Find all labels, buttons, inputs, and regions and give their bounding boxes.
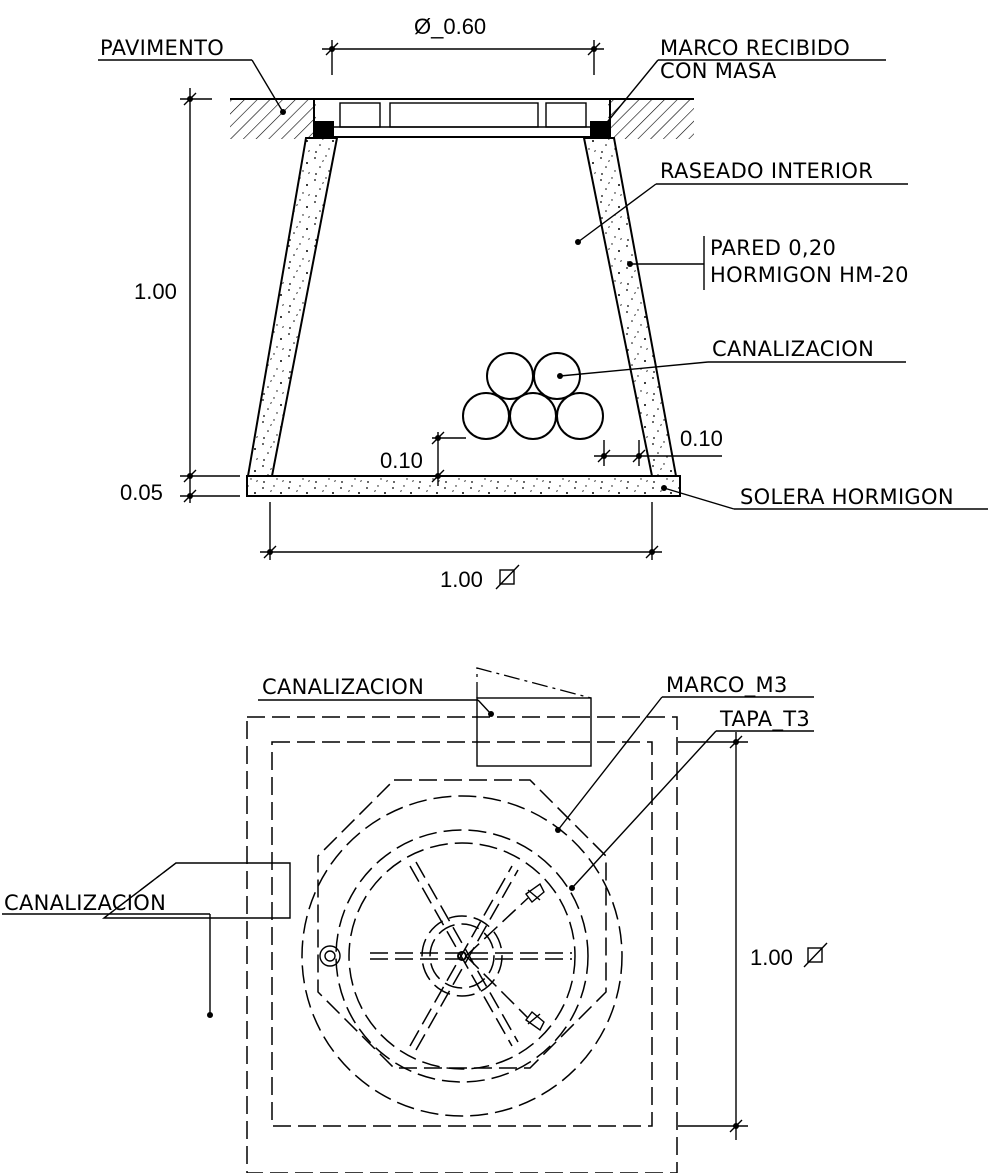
label-marco: MARCO_M3 [555, 673, 814, 833]
frame-mid-circle [335, 829, 589, 1083]
dim-offset-right-text: 0.10 [680, 426, 723, 451]
square-diameter-icon [803, 942, 828, 968]
frame-outer-circle [301, 795, 623, 1117]
svg-text:CANALIZACION: CANALIZACION [262, 675, 424, 699]
label-canalizacion-left: CANALIZACION [2, 891, 213, 1018]
hub-outer [421, 915, 503, 997]
frame-mortar-left [314, 121, 334, 137]
svg-text:TAPA_T3: TAPA_T3 [719, 707, 810, 732]
dim-bottom-width: 1.00 [260, 502, 662, 592]
dim-height: 1.00 0.05 [120, 88, 240, 505]
plan-view: 1.00 CANALIZACION MARCO_M3 TAPA_T3 [2, 667, 828, 1173]
square-diameter-icon [495, 564, 520, 590]
cover-spokes [370, 861, 572, 1051]
label-canalizacion-section: CANALIZACION [557, 337, 906, 379]
svg-text:PARED 0,20: PARED 0,20 [710, 236, 836, 260]
lift-point-upper-icon [525, 882, 545, 904]
hub-inner [429, 923, 495, 989]
label-raseado: RASEADO INTERIOR [575, 159, 908, 245]
label-solera: SOLERA HORMIGON [661, 485, 988, 510]
svg-text:MARCO_M3: MARCO_M3 [666, 673, 788, 698]
label-marco-recibido: MARCO RECIBIDO CON MASA [601, 36, 886, 129]
outer-square [246, 716, 678, 1173]
left-pipe [101, 862, 291, 919]
left-wall [246, 137, 339, 477]
inner-square [271, 741, 653, 1127]
lift-point-lower-icon [525, 1010, 545, 1032]
dim-width-text: 1.00 [440, 567, 483, 592]
dim-height-text: 1.00 [134, 279, 177, 304]
dim-diameter-text: Ø_0.60 [414, 14, 486, 39]
right-wall [582, 137, 678, 477]
dim-top-diameter: Ø_0.60 [322, 14, 604, 75]
label-tapa: TAPA_T3 [569, 707, 814, 891]
dim-offset-right: 0.10 [594, 426, 723, 466]
cover-frame [313, 98, 611, 138]
dim-plan-side: 1.00 [678, 732, 828, 1140]
hinge-icon [319, 945, 341, 967]
svg-text:HORMIGON HM-20: HORMIGON HM-20 [710, 263, 909, 287]
top-pipe [476, 667, 592, 767]
svg-text:CON MASA: CON MASA [660, 59, 777, 83]
svg-text:MARCO RECIBIDO: MARCO RECIBIDO [660, 36, 850, 60]
dim-plan-side-text: 1.00 [750, 945, 793, 970]
dim-offset-left-text: 0.10 [380, 448, 423, 473]
pavement-left [230, 99, 316, 139]
pavement-right [608, 99, 694, 139]
base-slab [246, 475, 681, 497]
label-canalizacion-top: CANALIZACION [258, 675, 494, 717]
svg-text:PAVIMENTO: PAVIMENTO [100, 36, 224, 60]
svg-text:CANALIZACION: CANALIZACION [712, 337, 874, 361]
dim-base-thickness-text: 0.05 [120, 480, 163, 505]
label-pared: PARED 0,20 HORMIGON HM-20 [627, 236, 909, 290]
svg-text:SOLERA HORMIGON: SOLERA HORMIGON [740, 485, 954, 509]
frame-octagon [317, 779, 607, 1069]
section-view: Ø_0.60 1.00 0.05 1.00 [98, 14, 988, 592]
label-pavimento: PAVIMENTO [98, 36, 286, 115]
dim-offset-left: 0.10 [380, 431, 466, 486]
svg-text:CANALIZACION: CANALIZACION [4, 891, 166, 915]
pipe-bundle [462, 352, 604, 440]
cover-circle [348, 842, 576, 1070]
svg-text:RASEADO INTERIOR: RASEADO INTERIOR [660, 159, 873, 183]
